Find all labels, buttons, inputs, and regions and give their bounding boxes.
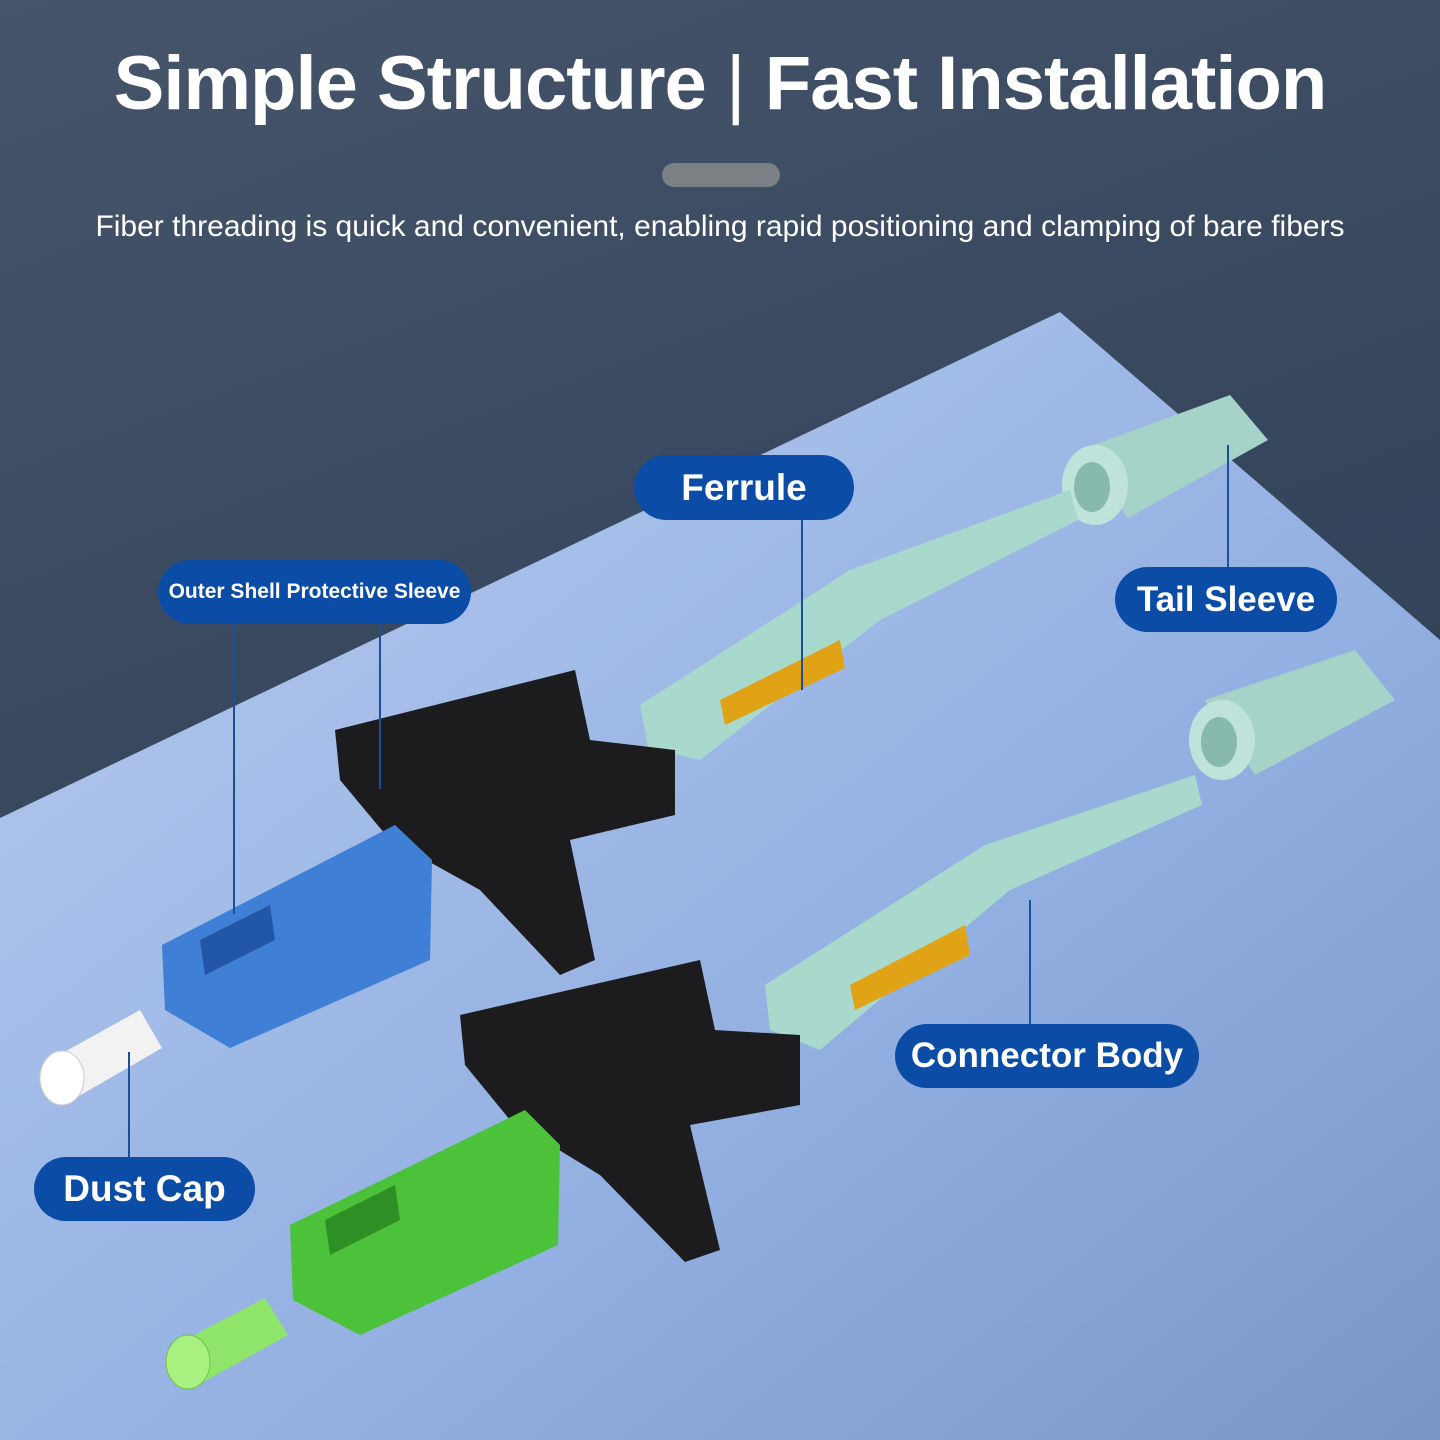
title-separator: | (725, 41, 746, 126)
clip-top (335, 670, 675, 975)
outer-shell-leader-1 (233, 624, 235, 914)
tail-sleeve-bottom (1189, 650, 1395, 780)
connector-body-leader (1029, 900, 1031, 1024)
green-shell (290, 1110, 560, 1335)
tail-sleeve-top (1062, 395, 1268, 525)
title-right: Fast Installation (764, 41, 1328, 126)
title-left: Simple Structure (113, 41, 707, 126)
display-surface (0, 312, 1440, 1440)
label-tail-sleeve: Tail Sleeve (1115, 567, 1337, 632)
clip-bottom (460, 960, 800, 1262)
label-ferrule: Ferrule (634, 455, 854, 520)
label-outer-shell: Outer Shell Protective Sleeve (158, 560, 471, 624)
label-connector-body: Connector Body (895, 1024, 1199, 1088)
connector-body-top (640, 490, 1078, 760)
page-title: Simple Structure | Fast Installation (0, 40, 1440, 127)
dust-cap-green (165, 1298, 288, 1390)
blue-shell (162, 825, 432, 1048)
outer-shell-leader-2 (379, 624, 381, 789)
dust-cap-white (39, 1010, 162, 1106)
subtitle: Fiber threading is quick and convenient,… (95, 210, 1345, 243)
ferrule-leader (801, 520, 803, 690)
dust-cap-leader (128, 1052, 130, 1158)
divider-bar (662, 163, 780, 187)
tail-sleeve-leader (1227, 445, 1229, 567)
label-dust-cap: Dust Cap (34, 1157, 255, 1221)
connector-body-bottom (765, 775, 1202, 1050)
